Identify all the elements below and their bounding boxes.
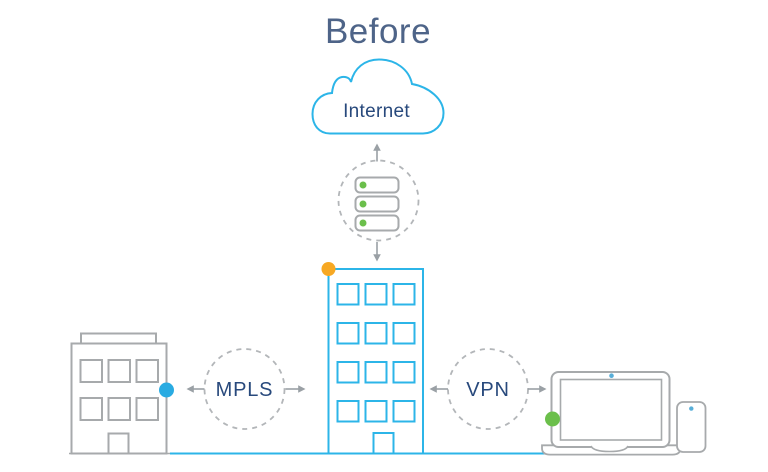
arrow-right-icon <box>528 385 547 393</box>
server-status-dot <box>359 200 367 208</box>
branch-endpoint-dot <box>159 382 174 398</box>
building-window <box>107 397 131 421</box>
hq-endpoint-dot <box>321 262 336 276</box>
arrow-left-icon <box>429 385 448 393</box>
laptop-notch <box>590 445 629 453</box>
building-window <box>364 361 388 384</box>
device-endpoint-dot <box>545 411 560 427</box>
dashed-circle <box>203 348 286 430</box>
server-unit <box>354 176 400 194</box>
smartphone-icon <box>676 401 707 453</box>
arrow-left-icon <box>186 385 205 393</box>
building-window <box>392 400 416 423</box>
dashed-circle <box>337 159 420 242</box>
laptop-icon <box>541 371 682 456</box>
mpls-link-badge: MPLS <box>186 348 306 430</box>
building-window <box>336 361 360 384</box>
phone-camera-dot <box>689 406 694 411</box>
building-window <box>135 359 159 383</box>
office-building-icon <box>327 268 424 455</box>
building-rooftop <box>80 332 157 344</box>
server-unit <box>354 214 400 232</box>
internet-cloud-icon: Internet <box>311 58 445 135</box>
building-windows <box>79 359 159 421</box>
server-status-dot <box>359 219 367 227</box>
arrow-down-icon <box>373 242 381 262</box>
building-door <box>107 432 130 454</box>
building-window <box>336 400 360 423</box>
arrow-up-icon <box>373 143 381 162</box>
building-windows <box>336 283 416 423</box>
building-window <box>364 283 388 306</box>
building-window <box>79 397 103 421</box>
mpls-label: MPLS <box>216 379 274 401</box>
building-window <box>392 322 416 345</box>
laptop-camera-dot <box>609 373 614 379</box>
building-window <box>364 322 388 345</box>
building-window <box>364 400 388 423</box>
building-window <box>79 359 103 383</box>
vpn-link-badge: VPN <box>429 348 547 430</box>
server-status-dot <box>359 181 367 189</box>
laptop-screen <box>559 378 663 441</box>
server-stack-icon <box>337 159 420 242</box>
diagram-title: Before <box>325 12 431 51</box>
internet-label: Internet <box>343 101 410 122</box>
cloud-icon <box>311 58 445 135</box>
building-window <box>336 283 360 306</box>
server-unit <box>354 195 400 213</box>
arrow-right-icon <box>285 385 306 393</box>
phone-body <box>676 401 707 453</box>
building-window <box>107 359 131 383</box>
branch-building-icon <box>70 332 168 455</box>
building-window <box>336 322 360 345</box>
building-window <box>392 361 416 384</box>
building-window <box>135 397 159 421</box>
building-door <box>372 432 395 454</box>
vpn-label: VPN <box>466 379 510 401</box>
building-window <box>392 283 416 306</box>
